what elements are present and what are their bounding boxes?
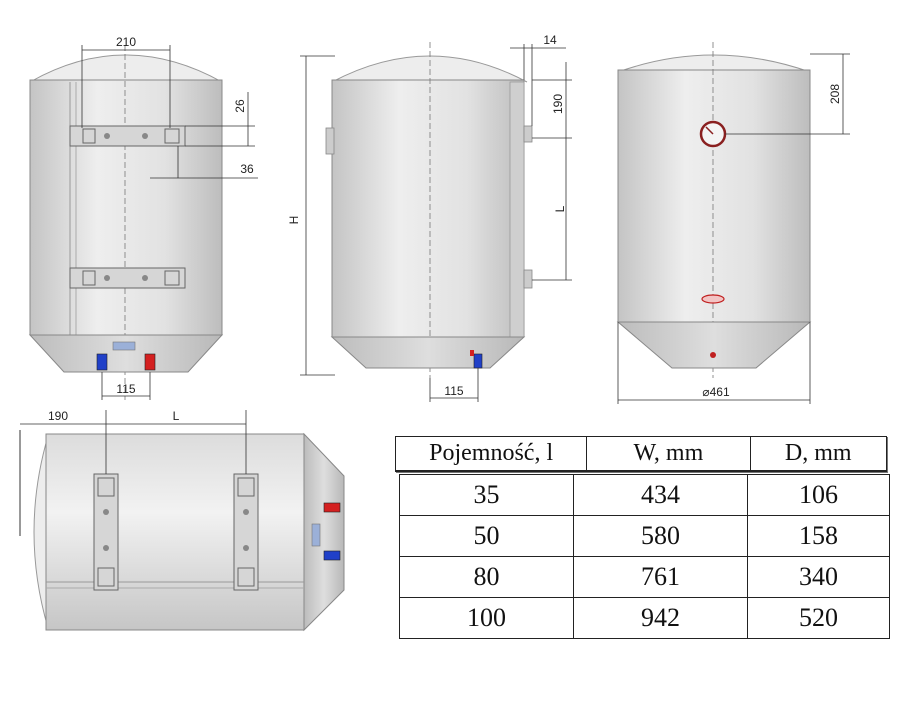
side-cold-pipe-icon	[473, 353, 483, 369]
cell-depth: 106	[747, 474, 890, 516]
cell-depth: 520	[747, 597, 890, 639]
side-pipe-spacing-dim: 115	[444, 384, 463, 398]
table-row: 100 942 520	[399, 597, 890, 639]
side-wall-gap-dim: 14	[543, 33, 557, 47]
front-bracket-offset-dim: 36	[240, 162, 254, 176]
cell-capacity: 80	[399, 556, 574, 598]
cell-width: 580	[573, 515, 748, 557]
front-label-plate	[112, 341, 136, 351]
front-pipe-spacing-dim: 115	[116, 382, 135, 396]
front-lower-bracket	[69, 267, 186, 289]
header-capacity: Pojemność, l	[396, 437, 588, 470]
horizontal-bracket-spacing-dim: L	[173, 409, 180, 423]
horizontal-tank-body	[45, 433, 305, 631]
right-tank-body	[617, 69, 811, 323]
horizontal-left-offset-dim: 190	[48, 409, 68, 423]
right-thermo-offset-dim: 208	[828, 84, 842, 104]
table-row: 35 434 106	[399, 474, 890, 516]
cell-width: 942	[573, 597, 748, 639]
front-width-dim: 210	[116, 35, 136, 49]
cell-width: 434	[573, 474, 748, 516]
side-top-cap	[331, 55, 528, 83]
horizontal-cold-pipe-icon	[323, 550, 341, 561]
side-top-offset-dim: 190	[551, 94, 565, 114]
side-bracket-spacing-dim: L	[553, 205, 567, 212]
cell-width: 761	[573, 556, 748, 598]
header-depth: D, mm	[784, 440, 852, 466]
cell-capacity: 100	[399, 597, 574, 639]
side-height-dim: H	[287, 216, 301, 225]
front-bracket-height-dim: 26	[233, 99, 247, 113]
horizontal-left-cap	[33, 435, 49, 629]
table-row: 50 580 158	[399, 515, 890, 557]
right-view: 208 ⌀461	[616, 42, 850, 404]
front-upper-bracket	[69, 125, 186, 147]
horizontal-label-plate	[311, 523, 321, 547]
cell-capacity: 50	[399, 515, 574, 557]
cell-depth: 158	[747, 515, 890, 557]
horizontal-hot-pipe-icon	[323, 502, 341, 513]
spec-table-header: Pojemność, l W, mm D, mm	[395, 436, 887, 472]
front-tank-body	[29, 79, 223, 336]
right-bottom-cone	[616, 321, 812, 369]
brand-logo-icon	[701, 294, 725, 304]
hot-pipe-icon	[144, 353, 156, 371]
front-top-cap	[29, 54, 223, 83]
front-view: 210 26 36 115	[28, 35, 258, 400]
side-bottom-cone	[330, 336, 526, 369]
cold-pipe-icon	[96, 353, 108, 371]
side-tank-body	[331, 79, 525, 338]
horizontal-right-cone	[303, 432, 345, 632]
right-top-cap	[617, 54, 811, 73]
front-bottom-cone	[28, 334, 224, 373]
right-diameter-dim: ⌀461	[702, 385, 730, 399]
spec-table: 35 434 106 50 580 158 80 761 340 100 942…	[399, 474, 890, 639]
header-width: W, mm	[587, 437, 751, 470]
side-view: H 14 190 L 115	[287, 33, 572, 402]
table-row: 80 761 340	[399, 556, 890, 598]
cell-capacity: 35	[399, 474, 574, 516]
horizontal-view: 190 L	[19, 409, 345, 632]
cell-depth: 340	[747, 556, 890, 598]
